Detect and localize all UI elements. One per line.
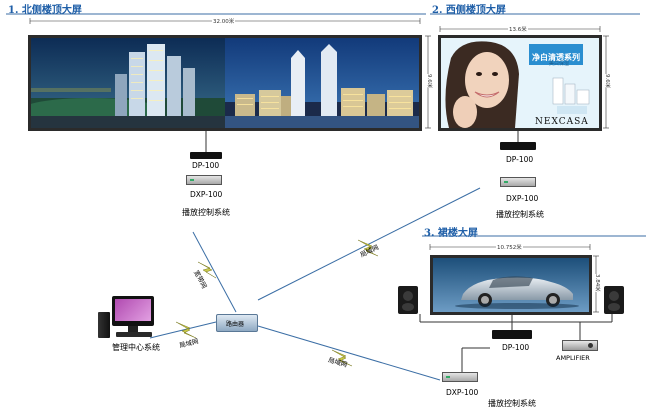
ad-subtitle: 美白保湿 [549, 61, 570, 67]
section1-title: 1. 北侧楼顶大屏 [8, 5, 82, 16]
dxp-device-icon [186, 175, 222, 185]
brand-name: NEXCASA [535, 117, 589, 127]
router-icon [216, 314, 258, 332]
link-management-router [149, 321, 217, 339]
screen2-height-label: 9.6米 [603, 74, 611, 89]
link-router-screen3 [257, 325, 441, 381]
cosmetics-ad-image [441, 38, 599, 128]
screen3-width-label: 10.752米 [496, 243, 523, 251]
amplifier-label: AMPLIFIER [556, 354, 590, 362]
management-label: 管理中心系统 [112, 343, 160, 352]
link-router-screen2 [257, 187, 481, 301]
screen2-led-display: 净白清透系列 美白保湿 NEXCASA [438, 35, 602, 131]
pc-tower-icon [98, 312, 110, 338]
screen1-width-label: 32.00米 [212, 17, 236, 25]
dp-device-icon [190, 152, 222, 159]
control-system-label: 播放控制系统 [182, 208, 230, 217]
lightning-bolt-icon [331, 349, 353, 367]
monitor-icon [112, 296, 154, 326]
screen3-height-label: 3.84米 [593, 274, 601, 292]
lightning-bolt-icon [197, 261, 217, 279]
dp-device-icon [500, 142, 536, 150]
monitor-stand [128, 326, 138, 332]
section3-title: 3. 裙楼大屏 [424, 228, 478, 239]
dp-label: DP-100 [192, 161, 220, 170]
dxp-device-icon [442, 372, 478, 382]
speaker-right-icon [604, 286, 624, 314]
dp-label: DP-100 [502, 343, 530, 352]
control-system-label: 播放控制系统 [496, 210, 544, 219]
lightning-bolt-icon [357, 239, 379, 257]
section2-title: 2. 西侧楼顶大屏 [432, 5, 506, 16]
car-image [433, 258, 589, 312]
dxp-label: DXP-100 [190, 190, 223, 199]
screen1-led-display [28, 35, 422, 131]
amplifier-device-icon [562, 340, 598, 351]
ad-title: 净白清透系列 [532, 53, 580, 62]
dxp-device-icon [500, 177, 536, 187]
city-night-image [31, 38, 419, 128]
screen3-led-display [430, 255, 592, 315]
control-system-label: 播放控制系统 [488, 399, 536, 408]
screen2-width-label: 13.6米 [508, 25, 528, 33]
ad-title-banner: 净白清透系列 [529, 44, 583, 65]
speaker-left-icon [398, 286, 418, 314]
dxp-label: DXP-100 [506, 194, 539, 203]
dxp-label: DXP-100 [446, 388, 479, 397]
dp-label: DP-100 [506, 155, 534, 164]
keyboard-icon [116, 332, 152, 337]
link-router-screen1 [192, 231, 237, 313]
dp-device-icon [492, 330, 532, 339]
lightning-bolt-icon [175, 321, 197, 339]
router-label: 路由器 [226, 321, 245, 328]
screen1-height-label: 9.6米 [425, 74, 433, 89]
